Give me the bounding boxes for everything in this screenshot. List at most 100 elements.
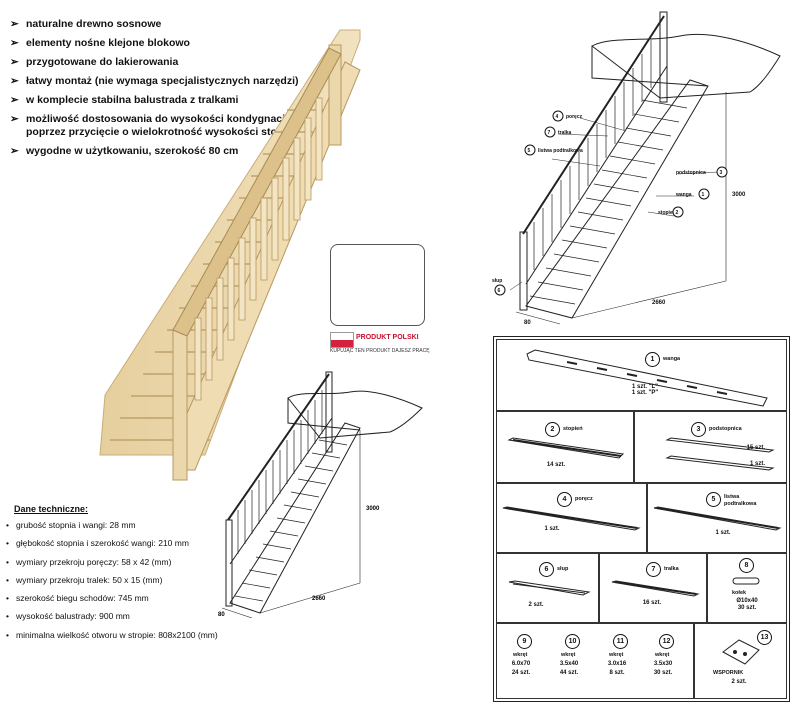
part-qty: 3.5x30 30 szt. bbox=[653, 661, 673, 676]
part-qty: 2 szt. bbox=[528, 602, 544, 608]
large-label: wanga bbox=[675, 192, 692, 198]
bracket-part-icon bbox=[722, 639, 760, 665]
part-number: 12 bbox=[659, 634, 674, 649]
staircase-photo bbox=[99, 29, 361, 481]
tech-item: szerokość biegu schodów: 745 mm bbox=[6, 593, 326, 604]
feature-item: ➢w komplecie stabilna balustrada z tralk… bbox=[10, 94, 239, 106]
small-height-label: 3000 bbox=[366, 506, 380, 512]
part-name: tralka bbox=[664, 566, 679, 572]
part-number: 5 bbox=[706, 492, 721, 507]
handrail-part-icon bbox=[502, 506, 641, 531]
part-qty: 1 szt. bbox=[544, 526, 560, 532]
part-qty: 1 szt. bbox=[715, 530, 731, 536]
part-name: wkręt bbox=[655, 652, 670, 658]
part-number: 4 bbox=[557, 492, 572, 507]
part-number: 1 bbox=[645, 352, 660, 367]
part-name: wanga bbox=[663, 356, 681, 362]
stair-drawing-large: 4 poręcz 7 tralka 5 listwa podtralkowa p… bbox=[492, 11, 781, 326]
tech-item: wymiary przekroju tralek: 50 x 15 (mm) bbox=[6, 575, 326, 586]
part-qty: Ø10x40 30 szt. bbox=[736, 598, 758, 611]
part-number: 2 bbox=[545, 422, 560, 437]
part-number: 7 bbox=[646, 562, 661, 577]
tech-list: grubość stopnia i wangi: 28 mm głębokość… bbox=[6, 520, 326, 648]
large-num: 7 bbox=[548, 130, 551, 136]
part-cell: 3 podstopnica 15 szt. 1 szt. bbox=[634, 411, 787, 483]
tech-title: Dane techniczne: bbox=[14, 504, 89, 514]
large-num: 4 bbox=[556, 114, 559, 120]
polish-product-brand: PRODUKT POLSKI bbox=[356, 334, 419, 341]
feature-item: ➢łatwy montaż (nie wymaga specjalistyczn… bbox=[10, 75, 299, 87]
baluster-part-icon bbox=[611, 580, 700, 597]
part-cell: 1 wanga 1 szt. "L" 1 szt. "P" bbox=[496, 339, 787, 411]
feature-item: ➢możliwość dostosowania do wysokości kon… bbox=[10, 113, 299, 138]
feature-list: ➢naturalne drewno sosnowe ➢elementy nośn… bbox=[10, 18, 330, 164]
riser-part-icon bbox=[665, 437, 775, 471]
large-label: poręcz bbox=[566, 114, 583, 120]
tech-item: głębokość stopnia i szerokość wangi: 210… bbox=[6, 538, 326, 549]
large-length-label: 2660 bbox=[652, 300, 666, 306]
part-cell: 8 kołek Ø10x40 30 szt. bbox=[707, 553, 787, 623]
polish-product-slogan: KUPUJĄC TEN PRODUKT DAJESZ PRACĘ bbox=[330, 348, 430, 354]
part-cell: 9 wkręt 6.0x70 24 szt. 10 wkręt 3.5x40 4… bbox=[496, 623, 694, 699]
large-label: słup bbox=[492, 278, 502, 284]
part-name: podstopnica bbox=[709, 426, 742, 432]
large-width-label: 80 bbox=[524, 320, 531, 326]
part-qty: 1 szt. "L" 1 szt. "P" bbox=[631, 384, 659, 396]
part-name: WSPORNIK bbox=[713, 670, 744, 676]
large-label: stopień bbox=[658, 210, 676, 216]
part-name: wkręt bbox=[609, 652, 624, 658]
part-number: 6 bbox=[539, 562, 554, 577]
post-part-icon bbox=[508, 580, 591, 596]
part-number: 13 bbox=[757, 630, 772, 645]
parts-table: 1 wanga 1 szt. "L" 1 szt. "P" 2 stopień … bbox=[493, 336, 790, 702]
part-qty: 15 szt. 1 szt. bbox=[746, 445, 765, 467]
polish-flag-icon bbox=[330, 332, 354, 348]
part-name: wkręt bbox=[513, 652, 528, 658]
part-number: 3 bbox=[691, 422, 706, 437]
feature-item: ➢naturalne drewno sosnowe bbox=[10, 18, 162, 30]
feature-item: ➢elementy nośne klejone blokowo bbox=[10, 37, 190, 49]
part-name: wkręt bbox=[561, 652, 576, 658]
large-num: 6 bbox=[498, 288, 501, 294]
part-cell: 4 poręcz 1 szt. bbox=[496, 483, 647, 553]
part-qty: 2 szt. bbox=[731, 679, 747, 685]
part-name: słup bbox=[557, 566, 569, 572]
feature-item: ➢przygotowane do lakierowania bbox=[10, 56, 179, 68]
badge-box bbox=[330, 244, 425, 326]
tech-item: minimalna wielkość otworu w stropie: 808… bbox=[6, 630, 326, 641]
part-cell: 2 stopień 14 szt. bbox=[496, 411, 634, 483]
large-num: 2 bbox=[676, 210, 679, 216]
large-num: 3 bbox=[720, 170, 723, 176]
part-name: stopień bbox=[563, 426, 583, 432]
part-name: listwa podtralkowa bbox=[724, 494, 757, 507]
part-name: poręcz bbox=[575, 496, 593, 502]
part-cell: 6 słup 2 szt. bbox=[496, 553, 599, 623]
stringer-part-icon bbox=[526, 349, 768, 407]
large-num: 5 bbox=[528, 148, 531, 154]
tech-item: wysokość balustrady: 900 mm bbox=[6, 611, 326, 622]
part-number: 8 bbox=[739, 558, 754, 573]
large-num: 1 bbox=[702, 192, 705, 198]
part-cell: 13 WSPORNIK 2 szt. bbox=[694, 623, 787, 699]
part-qty: 6.0x70 24 szt. bbox=[511, 661, 531, 676]
baluster-rail-part-icon bbox=[653, 506, 782, 531]
part-number: 10 bbox=[565, 634, 580, 649]
part-number: 9 bbox=[517, 634, 532, 649]
tech-item: wymiary przekroju poręczy: 58 x 42 (mm) bbox=[6, 557, 326, 568]
large-label: listwa podtralkowa bbox=[538, 148, 583, 154]
part-cell: 7 tralka 16 szt. bbox=[599, 553, 707, 623]
part-name: kołek bbox=[732, 590, 747, 596]
part-qty: 14 szt. bbox=[546, 462, 566, 468]
part-qty: 3.5x40 44 szt. bbox=[559, 661, 579, 676]
tech-item: grubość stopnia i wangi: 28 mm bbox=[6, 520, 326, 531]
part-qty: 3.0x16 8 szt. bbox=[607, 661, 627, 676]
part-number: 11 bbox=[613, 634, 628, 649]
part-qty: 16 szt. bbox=[642, 600, 662, 606]
large-label: podstopnica bbox=[676, 170, 706, 176]
feature-item: ➢wygodne w użytkowaniu, szerokość 80 cm bbox=[10, 145, 239, 157]
tread-part-icon bbox=[507, 437, 625, 459]
dowel-part-icon bbox=[732, 577, 760, 585]
large-label: tralka bbox=[558, 130, 572, 136]
part-cell: 5 listwa podtralkowa 1 szt. bbox=[647, 483, 787, 553]
large-height-label: 3000 bbox=[732, 192, 746, 198]
